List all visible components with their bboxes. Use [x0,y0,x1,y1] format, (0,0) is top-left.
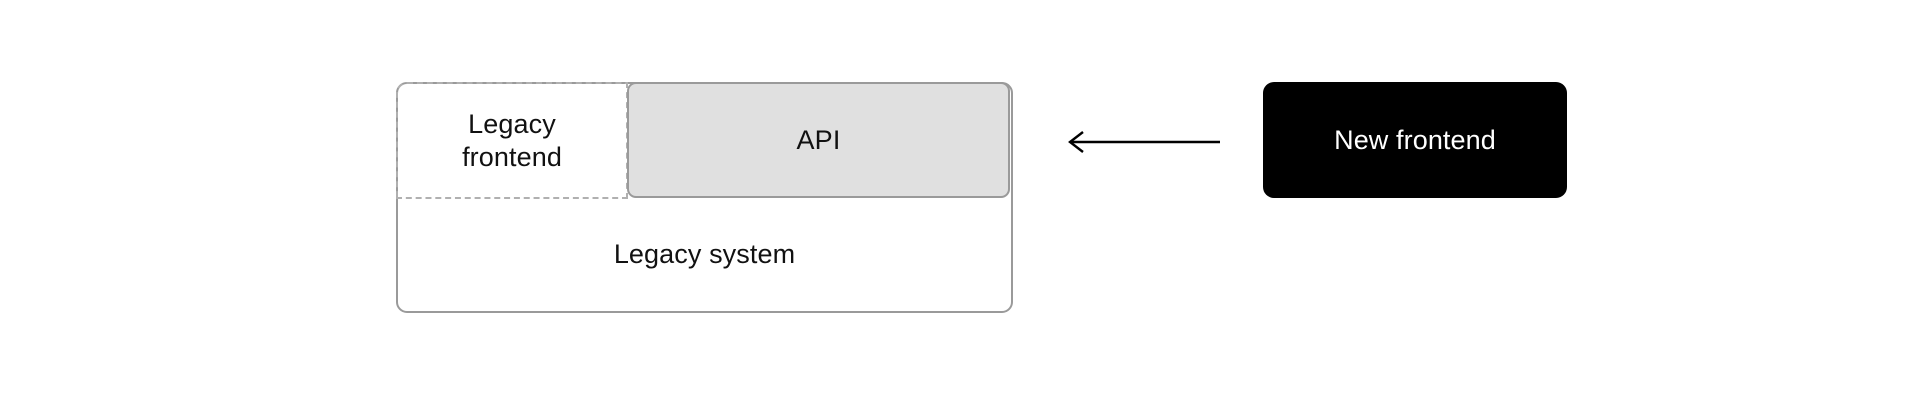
new-frontend-box[interactable]: New frontend [1263,82,1567,198]
legacy-frontend-label-line-2: frontend [462,141,562,172]
arrow-icon [1068,131,1220,153]
api-box[interactable]: API [627,82,1010,198]
api-label: API [796,125,841,155]
legacy-frontend-label-line-1: Legacy [468,108,556,139]
new-frontend-label: New frontend [1334,125,1496,155]
legacy-frontend-label: Legacy frontend [398,108,626,174]
legacy-frontend-box[interactable]: Legacy frontend [396,82,628,199]
legacy-system-label: Legacy system [613,239,796,269]
arrow-new-frontend-to-api [1060,125,1230,159]
